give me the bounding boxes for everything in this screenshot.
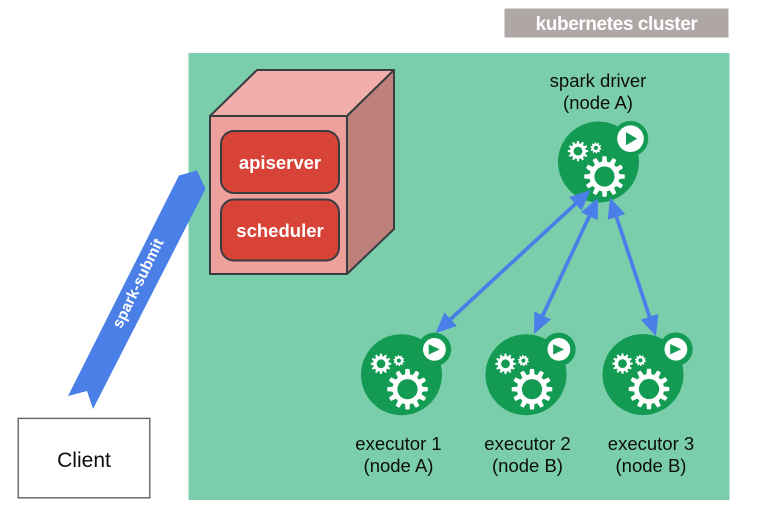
svg-text:apiserver: apiserver bbox=[239, 152, 321, 173]
svg-text:(node B): (node B) bbox=[492, 455, 563, 476]
svg-text:executor 2: executor 2 bbox=[484, 433, 570, 454]
svg-text:(node B): (node B) bbox=[616, 455, 687, 476]
svg-text:scheduler: scheduler bbox=[236, 220, 323, 241]
svg-text:(node A): (node A) bbox=[563, 92, 633, 113]
svg-text:Client: Client bbox=[57, 449, 111, 472]
svg-text:executor 1: executor 1 bbox=[355, 433, 441, 454]
svg-text:(node A): (node A) bbox=[364, 455, 434, 476]
svg-text:executor 3: executor 3 bbox=[608, 433, 694, 454]
svg-text:spark driver: spark driver bbox=[550, 70, 647, 91]
svg-text:kubernetes cluster: kubernetes cluster bbox=[536, 14, 699, 35]
